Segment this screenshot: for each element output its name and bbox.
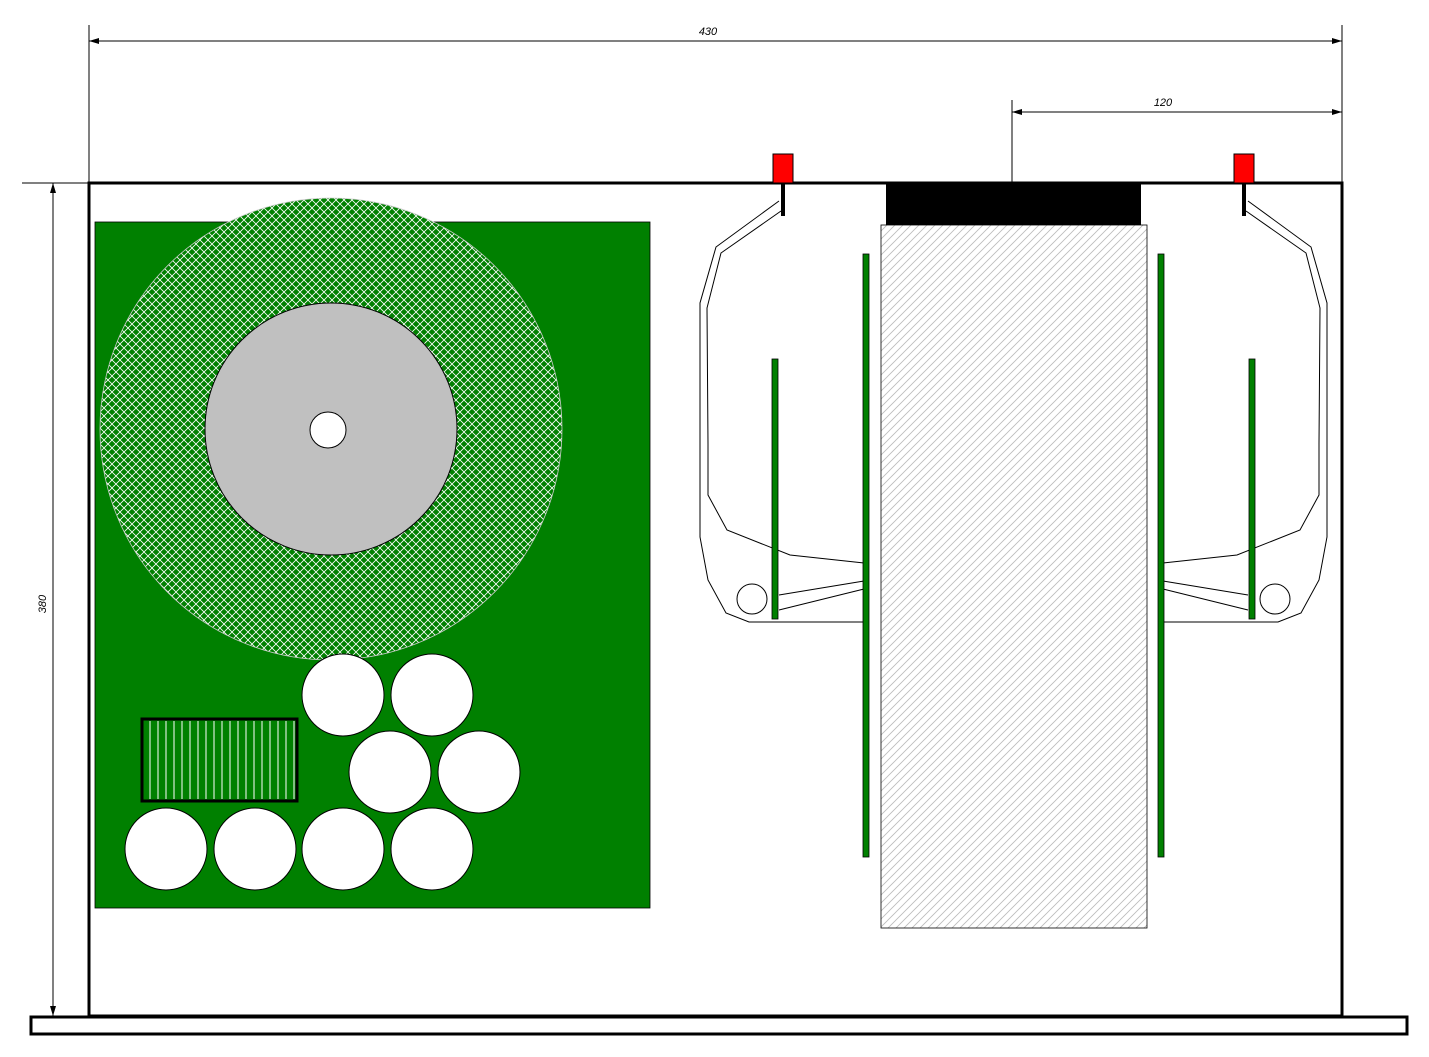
capacitor [390,807,474,891]
dimension-partial-width: 120 [1011,97,1342,183]
mounting-hole [309,411,347,449]
dimension-label-depth: 380 [37,594,49,613]
heatsink [140,717,299,803]
capacitor [213,807,297,891]
capacitor [301,807,385,891]
capacitor [124,807,208,891]
capacitor [437,730,521,814]
capacitor [348,730,432,814]
capacitor [390,653,474,737]
rear-block [886,183,1141,225]
capacitors [124,653,521,891]
dimension-label-partial: 120 [1154,97,1173,109]
dimension-depth: 380 [22,182,89,1016]
dimension-width: 430 [88,25,1343,183]
hatched-module [880,224,1148,929]
capacitor [301,653,385,737]
front-panel [29,1015,1409,1036]
dimension-label-width: 430 [699,26,718,38]
